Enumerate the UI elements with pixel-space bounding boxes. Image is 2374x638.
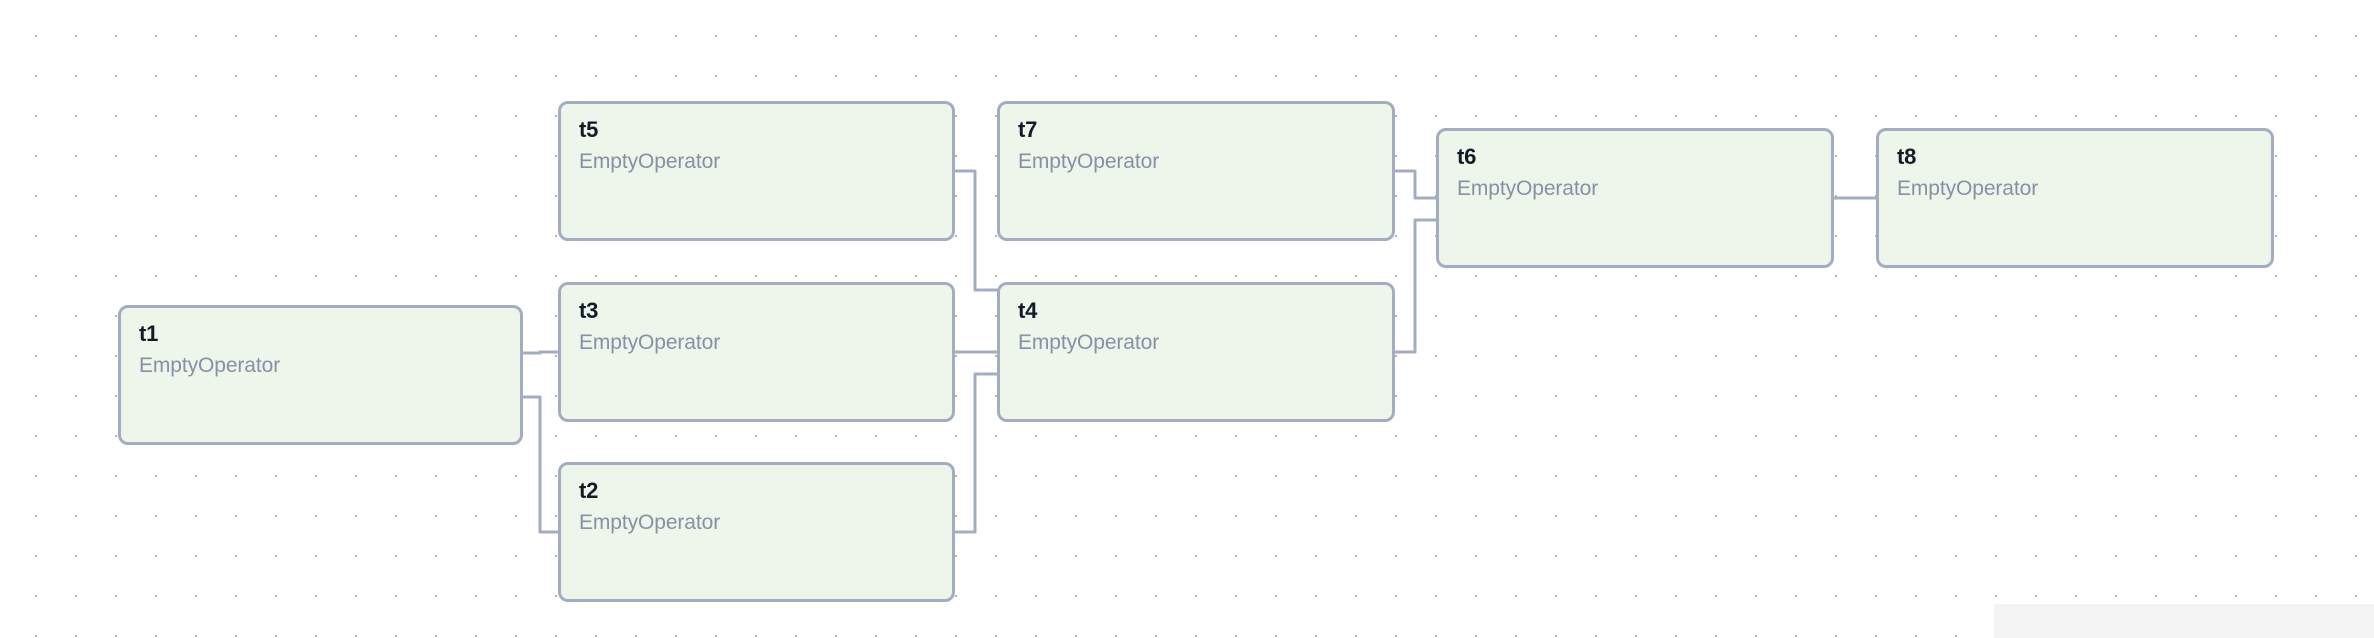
graph-edge-t7-to-t6[interactable] xyxy=(1393,169,1438,200)
graph-edge-t1-to-t3[interactable] xyxy=(521,350,560,355)
bottom-status-panel[interactable] xyxy=(1994,604,2374,638)
node-operator-type: EmptyOperator xyxy=(579,511,721,535)
node-title: t8 xyxy=(1897,144,1917,169)
node-title: t2 xyxy=(579,478,599,503)
graph-edge-t5-to-t7[interactable] xyxy=(953,169,999,292)
node-title: t3 xyxy=(579,298,599,323)
node-title: t7 xyxy=(1018,117,1038,142)
graph-edge-t2-to-t4[interactable] xyxy=(953,372,999,534)
graph-edge-t4-to-t6[interactable] xyxy=(1393,218,1438,354)
node-title: t6 xyxy=(1457,144,1477,169)
node-operator-type: EmptyOperator xyxy=(1018,331,1160,355)
node-operator-type: EmptyOperator xyxy=(1897,177,2039,201)
node-operator-type: EmptyOperator xyxy=(139,354,281,378)
node-title: t5 xyxy=(579,117,599,142)
node-operator-type: EmptyOperator xyxy=(579,150,721,174)
node-operator-type: EmptyOperator xyxy=(1457,177,1599,201)
node-title: t4 xyxy=(1018,298,1038,323)
node-title: t1 xyxy=(139,321,159,346)
node-operator-type: EmptyOperator xyxy=(1018,150,1160,174)
node-operator-type: EmptyOperator xyxy=(579,331,721,355)
graph-edge-t1-to-t2[interactable] xyxy=(521,395,560,534)
